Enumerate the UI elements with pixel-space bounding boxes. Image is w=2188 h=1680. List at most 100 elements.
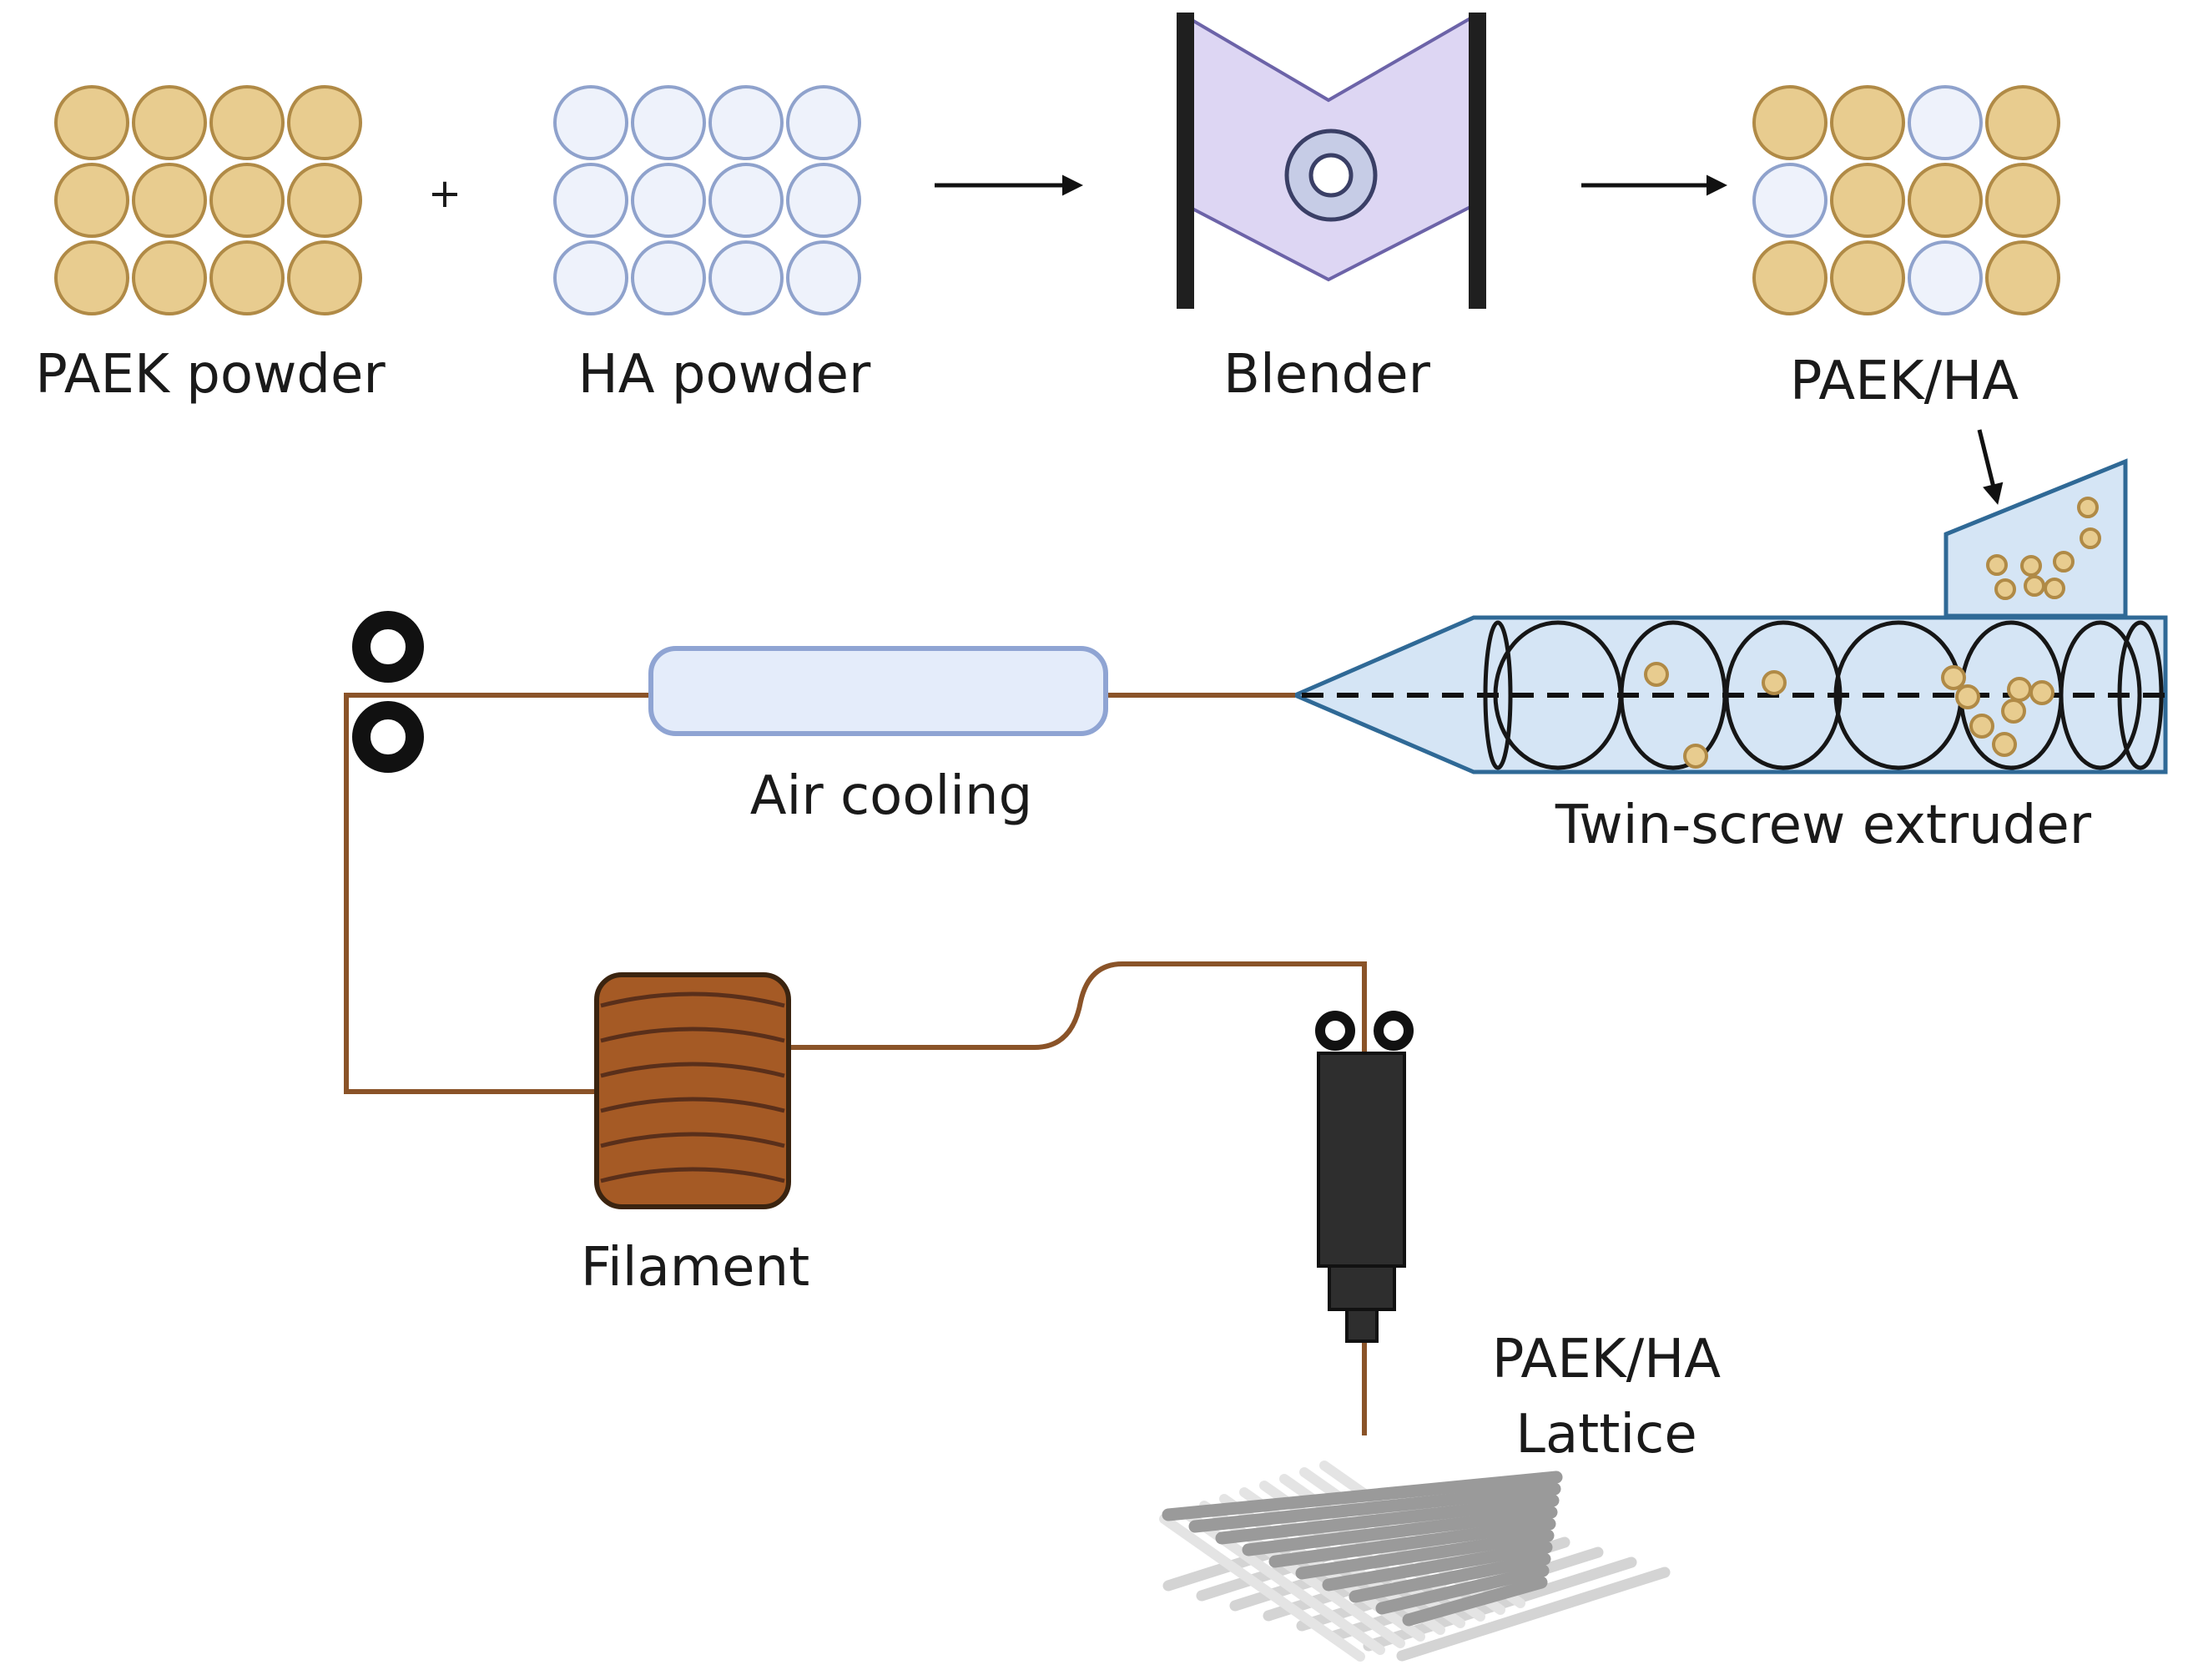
- lattice-rod: [1322, 1541, 1553, 1592]
- lattice-icon: [1159, 1461, 1671, 1662]
- blender-icon: [1177, 13, 1486, 309]
- screw-flight: [1483, 620, 1513, 770]
- ha-particle: [708, 240, 784, 315]
- particle: [2077, 497, 2099, 518]
- lattice-rod: [1396, 1566, 1671, 1662]
- paek-particle: [287, 85, 362, 160]
- twin-screw-extruder-label: Twin-screw extruder: [1555, 795, 2092, 856]
- paek-ha-mixture-grid: [1752, 85, 2060, 315]
- particle: [1969, 714, 1994, 739]
- particle: [1644, 662, 1669, 687]
- lattice-rod: [1295, 1529, 1555, 1580]
- screw-flight: [1724, 620, 1843, 770]
- ha-particle: [1908, 240, 1983, 315]
- paek-particle: [209, 85, 285, 160]
- particle: [2080, 527, 2101, 549]
- ha-powder-label: HA powder: [578, 344, 871, 406]
- paek-particle: [1908, 163, 1983, 238]
- particle: [1992, 732, 2017, 757]
- ha-particle: [786, 240, 861, 315]
- paek-particle: [132, 240, 207, 315]
- lattice-rod: [1242, 1506, 1558, 1556]
- blender-left-bar: [1177, 13, 1194, 309]
- plus-sign: +: [428, 170, 461, 217]
- lattice-rod: [1159, 1514, 1365, 1662]
- spool-winding: [600, 1062, 785, 1078]
- particle: [2007, 677, 2032, 702]
- particle: [1683, 744, 1708, 769]
- paek-particle: [1752, 85, 1828, 160]
- paek-particle: [209, 240, 285, 315]
- paek-particle: [1985, 240, 2060, 315]
- particle: [2020, 555, 2042, 577]
- filament-label: Filament: [581, 1237, 809, 1299]
- lattice-rod: [1349, 1552, 1551, 1603]
- ha-particle: [786, 85, 861, 160]
- paek-particle: [1830, 163, 1905, 238]
- ha-particle: [553, 163, 628, 238]
- paek-particle: [1830, 85, 1905, 160]
- air-cooling-tube: [648, 646, 1108, 736]
- particle: [2001, 699, 2026, 724]
- ha-particle: [708, 85, 784, 160]
- particle: [1986, 554, 2008, 576]
- lattice-rod: [1162, 1471, 1563, 1521]
- paek-particle: [54, 163, 129, 238]
- particle: [2029, 680, 2054, 705]
- lattice-label-line2: Lattice: [1515, 1404, 1696, 1466]
- ha-particle: [786, 163, 861, 238]
- blender-label: Blender: [1223, 344, 1431, 406]
- ha-particle: [631, 163, 706, 238]
- spool-winding: [600, 991, 785, 1008]
- paek-particle: [287, 240, 362, 315]
- screw-flight: [2059, 620, 2142, 770]
- twin-screw-extruder-icon: [1289, 458, 2168, 774]
- blender-right-bar: [1469, 13, 1486, 309]
- paek-powder-label: PAEK powder: [35, 344, 386, 406]
- filament-spool-icon: [594, 972, 791, 1209]
- spool-winding: [600, 1027, 785, 1043]
- lattice-rod: [1215, 1494, 1560, 1545]
- ha-particle: [553, 85, 628, 160]
- particle: [2053, 551, 2075, 573]
- paek-particle: [1985, 163, 2060, 238]
- particle: [1762, 670, 1787, 695]
- ha-powder-grid: [553, 85, 861, 315]
- ha-particle: [708, 163, 784, 238]
- paek-particle: [209, 163, 285, 238]
- ha-particle: [1908, 85, 1983, 160]
- ha-particle: [631, 240, 706, 315]
- screw-flight: [2117, 620, 2164, 770]
- particle: [1994, 578, 2016, 600]
- spool-winding: [600, 1132, 785, 1148]
- paek-particle: [132, 85, 207, 160]
- puller-rollers-icon: [352, 611, 424, 773]
- ha-particle: [1752, 163, 1828, 238]
- arrow-to-hopper: [1977, 429, 2004, 505]
- paek-particle: [132, 163, 207, 238]
- ha-particle: [553, 240, 628, 315]
- lattice-label-line1: PAEK/HA: [1492, 1329, 1721, 1390]
- lattice-rod: [1188, 1482, 1561, 1533]
- paek-particle: [1985, 85, 2060, 160]
- particle: [2044, 578, 2065, 599]
- paek-particle: [1752, 240, 1828, 315]
- paek-particle: [287, 163, 362, 238]
- paek-particle: [54, 240, 129, 315]
- lattice-rod: [1268, 1517, 1556, 1568]
- paek-ha-label: PAEK/HA: [1790, 351, 2019, 412]
- lattice-rod: [1402, 1576, 1548, 1627]
- air-cooling-label: Air cooling: [750, 765, 1032, 827]
- particle: [1941, 665, 1966, 690]
- lattice-rod: [1375, 1564, 1550, 1615]
- particle: [1955, 684, 1980, 709]
- spool-winding: [600, 1097, 785, 1113]
- paek-powder-grid: [54, 85, 362, 315]
- paek-particle: [1830, 240, 1905, 315]
- particle: [2024, 575, 2045, 597]
- ha-particle: [631, 85, 706, 160]
- paek-particle: [54, 85, 129, 160]
- spool-winding: [600, 1167, 785, 1183]
- print-head-icon: [1315, 1011, 1414, 1343]
